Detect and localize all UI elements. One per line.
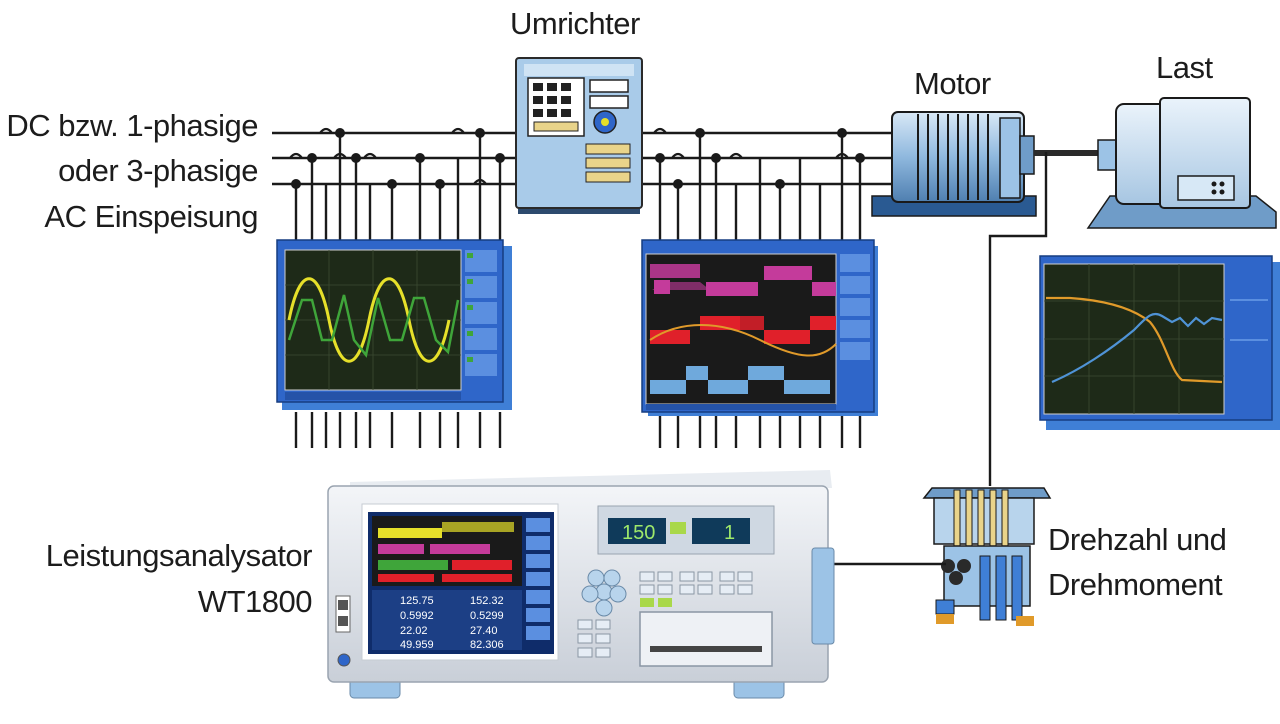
- analyzer-seven-segment: 150 1: [622, 522, 735, 544]
- input-waveform-screen: [276, 239, 512, 410]
- motor-icon: [871, 111, 1037, 217]
- input-bus-nodes: [291, 128, 505, 189]
- pwm-waveform-screen: [641, 239, 878, 416]
- reading-2: 152.32: [470, 595, 504, 607]
- sensor-label-line2: Drehmoment: [1048, 567, 1223, 602]
- motor-label: Motor: [914, 66, 991, 101]
- source-label-line1: DC bzw. 1-phasige: [6, 108, 258, 143]
- analyzer-readings: 125.75 152.32 0.5992 0.5299 22.02 27.40 …: [400, 595, 504, 651]
- reading-6: 27.40: [470, 625, 498, 637]
- load-label: Last: [1156, 50, 1213, 85]
- sensor-signal-line: [988, 152, 1048, 486]
- reading-7: 49.959: [400, 639, 434, 651]
- torque-curve: [1046, 296, 1223, 384]
- input-bus-hops: [289, 127, 487, 185]
- torque-speed-screen: [1039, 255, 1280, 430]
- converter-icon: [515, 57, 643, 214]
- seg-display-right: 1: [724, 522, 735, 544]
- source-label-line2: oder 3-phasige: [58, 153, 258, 188]
- reading-4: 0.5299: [470, 610, 504, 622]
- voltage-sine-wave: [287, 277, 451, 363]
- load-machine-icon: [1086, 97, 1277, 229]
- sensor-label-line1: Drehzahl und: [1048, 522, 1227, 557]
- reading-5: 22.02: [400, 625, 428, 637]
- reading-8: 82.306: [470, 639, 504, 651]
- output-bus-drops: [658, 133, 862, 240]
- analyzer-label-line1: Leistungsanalysator: [45, 538, 313, 573]
- input-bus-drops: [294, 133, 502, 240]
- converter-label: Umrichter: [510, 6, 640, 41]
- reading-3: 0.5992: [400, 610, 434, 622]
- source-label-line3: AC Einspeisung: [44, 199, 258, 234]
- speed-curve: [1051, 312, 1223, 384]
- seg-display-left: 150: [622, 522, 655, 544]
- shaft: [1034, 150, 1114, 156]
- lower-wire-stubs-right: [658, 412, 862, 448]
- output-bus-nodes: [655, 128, 865, 189]
- reading-1: 125.75: [400, 595, 434, 607]
- current-wave: [287, 294, 460, 358]
- lower-wire-stubs-left: [294, 412, 502, 448]
- power-analyzer-icon: [327, 470, 835, 699]
- torque-sensor-icon: [922, 487, 1052, 626]
- output-bus-hops: [653, 127, 849, 159]
- analyzer-label-line2: WT1800: [197, 584, 313, 619]
